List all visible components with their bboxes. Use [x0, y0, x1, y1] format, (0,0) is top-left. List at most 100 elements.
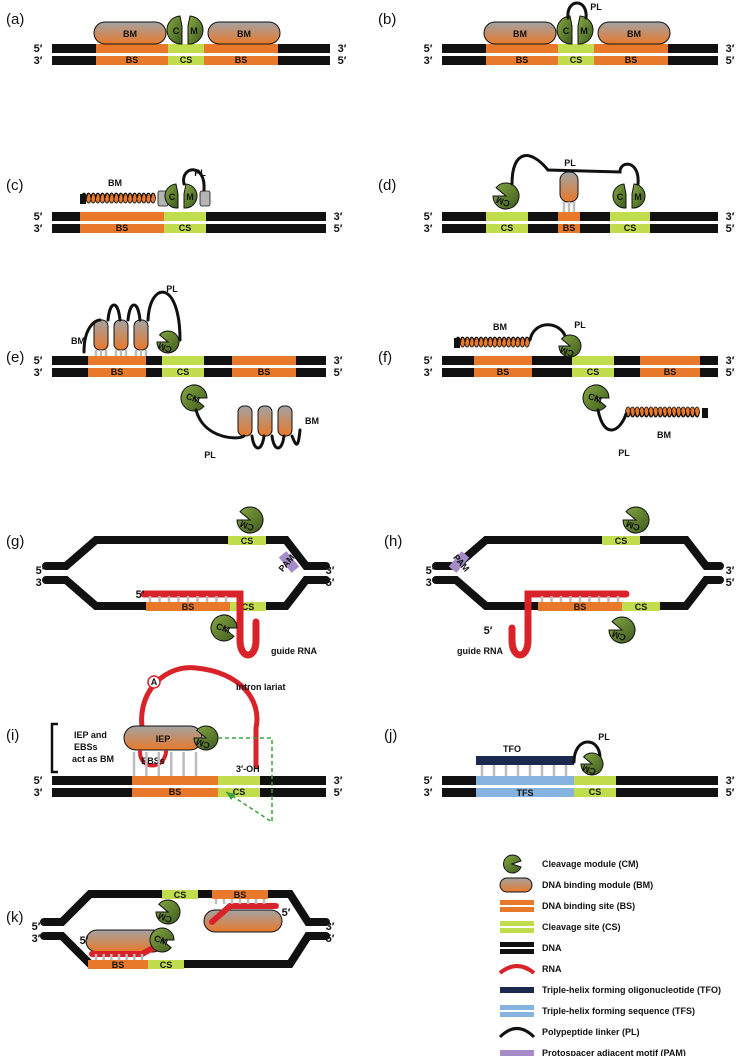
g-rna-5prime: 5′ [136, 589, 145, 601]
e-bs-right-top [232, 356, 296, 365]
h-pam [448, 551, 470, 573]
e-bs-right-bottom [232, 368, 296, 377]
f-bm-top-coil-loop [460, 337, 466, 343]
a-bm-right-label: BM [237, 29, 251, 39]
g-3prime-top: 3′ [326, 565, 335, 577]
c-bm-coil-loop [141, 193, 147, 199]
k-3prime-top: 3′ [326, 921, 335, 933]
j-cm-label: CM [581, 763, 598, 777]
g-cm-bottom [210, 614, 238, 642]
k-bs-bottom [88, 960, 148, 969]
h-guide-rna [508, 590, 630, 659]
d-cs-left-label: CS [501, 223, 514, 233]
k-rna-top-5prime: 5′ [282, 907, 291, 919]
legend-dna-icon-top [500, 942, 534, 947]
h-top-strand [432, 536, 724, 570]
a-cm-c-label: C [173, 26, 180, 36]
k-cs-top-label: CS [174, 890, 187, 900]
b-bs-right-bottom [594, 56, 668, 65]
e-bm-bottom-label: BM [305, 416, 319, 426]
i-bs-label: BS [169, 787, 182, 797]
b-5prime-bottom: 5′ [726, 55, 735, 67]
j-tfs-top [476, 776, 574, 785]
e-linker-top [82, 290, 182, 354]
i-cm-label: CM [195, 737, 212, 751]
legend-item-rna: RNA [498, 964, 562, 975]
f-cs-label: CS [587, 367, 600, 377]
c-3prime-bottom: 3′ [34, 223, 43, 235]
g-cm-top [236, 506, 264, 534]
a-cm-c [166, 15, 183, 45]
f-bm-bottom-coil-loop [648, 411, 654, 417]
c-bm-coil-loop [136, 193, 143, 199]
legend-cs-icon-top [500, 921, 534, 926]
a-bm-left-label: BM [123, 29, 137, 39]
i-lariat [139, 665, 260, 769]
h-cm-top [622, 506, 650, 534]
legend-pam-icon [500, 1050, 534, 1056]
j-pl-label: PL [598, 732, 610, 742]
legend-text-cm: Cleavage module (CM) [542, 859, 639, 869]
e-bm-bottom-unit [237, 405, 253, 437]
f-pl-top-label: PL [574, 320, 586, 330]
i-5prime-bottom: 5′ [334, 787, 343, 799]
f-linker-bottom [596, 408, 628, 432]
c-cm-c-label: C [169, 192, 176, 202]
f-pl-bottom-label: PL [618, 448, 630, 458]
legend-item-bm: DNA binding module (BM) [499, 877, 653, 893]
k-cm-bottom [149, 927, 175, 953]
legend-rna-icon [498, 964, 536, 975]
k-bs-top [212, 890, 268, 899]
b-bm-left [483, 21, 557, 45]
h-5prime-bottom: 5′ [726, 577, 735, 589]
legend-bs-icon-top [500, 900, 534, 905]
g-cm-bottom-label: CM [215, 621, 232, 635]
b-cm-m-label: M [580, 26, 588, 36]
d-5prime-bottom: 5′ [726, 223, 735, 235]
d-bs-bottom [558, 224, 580, 233]
j-tfo [476, 756, 574, 765]
e-bm-top-unit [113, 319, 129, 351]
panel-label-3: (d) [378, 177, 396, 194]
a-bs-right-top [204, 44, 278, 53]
k-bs-bottom-label: BS [112, 960, 125, 970]
legend-bs-icon-bottom [500, 907, 534, 912]
b-cs-label: CS [570, 55, 583, 65]
i-branch-a-label: A [151, 677, 158, 687]
j-linker [572, 740, 602, 764]
legend-bm-icon [499, 877, 533, 893]
i-note-line1: IEP and [74, 730, 107, 740]
b-bs-left-label: BS [516, 55, 529, 65]
b-3prime-bottom: 3′ [424, 55, 433, 67]
h-5prime-top: 5′ [426, 565, 435, 577]
b-cs-bottom [558, 56, 594, 65]
f-3prime-bottom: 3′ [424, 367, 433, 379]
f-bm-top-coil-loop [520, 337, 526, 343]
panel-label-0: (a) [6, 11, 24, 28]
f-cs-top [572, 356, 614, 365]
f-bm-bottom-coil-loop [676, 411, 682, 417]
f-bm-top-coil-loop [487, 337, 494, 343]
e-bm-top-unit [133, 319, 149, 351]
legend-item-cs: Cleavage site (CS) [500, 921, 621, 933]
c-bm-cap [80, 194, 86, 204]
c-cm-m [183, 183, 198, 209]
f-cs-bottom [572, 368, 614, 377]
d-bm [559, 171, 579, 203]
k-5prime-bottom: 5′ [326, 933, 335, 945]
c-cm-m-label: M [186, 192, 194, 202]
legend-item-cm: Cleavage module (CM) [503, 854, 639, 874]
a-bm-left [93, 21, 167, 45]
f-bm-bottom-coil-loop [653, 411, 659, 417]
h-3prime-bottom: 3′ [426, 577, 435, 589]
f-bm-bottom-coil-loop [634, 411, 641, 417]
panel-label-5: (f) [378, 349, 392, 366]
c-bm-coil-loop [118, 193, 124, 199]
i-cs-label: CS [233, 787, 246, 797]
k-cm-bottom-label: CM [153, 933, 170, 947]
d-3prime-top: 3′ [726, 211, 735, 223]
f-bs-left-label: BS [497, 367, 510, 377]
e-bm-top-label: BM [71, 336, 85, 346]
panel-label-1: (b) [378, 11, 396, 28]
